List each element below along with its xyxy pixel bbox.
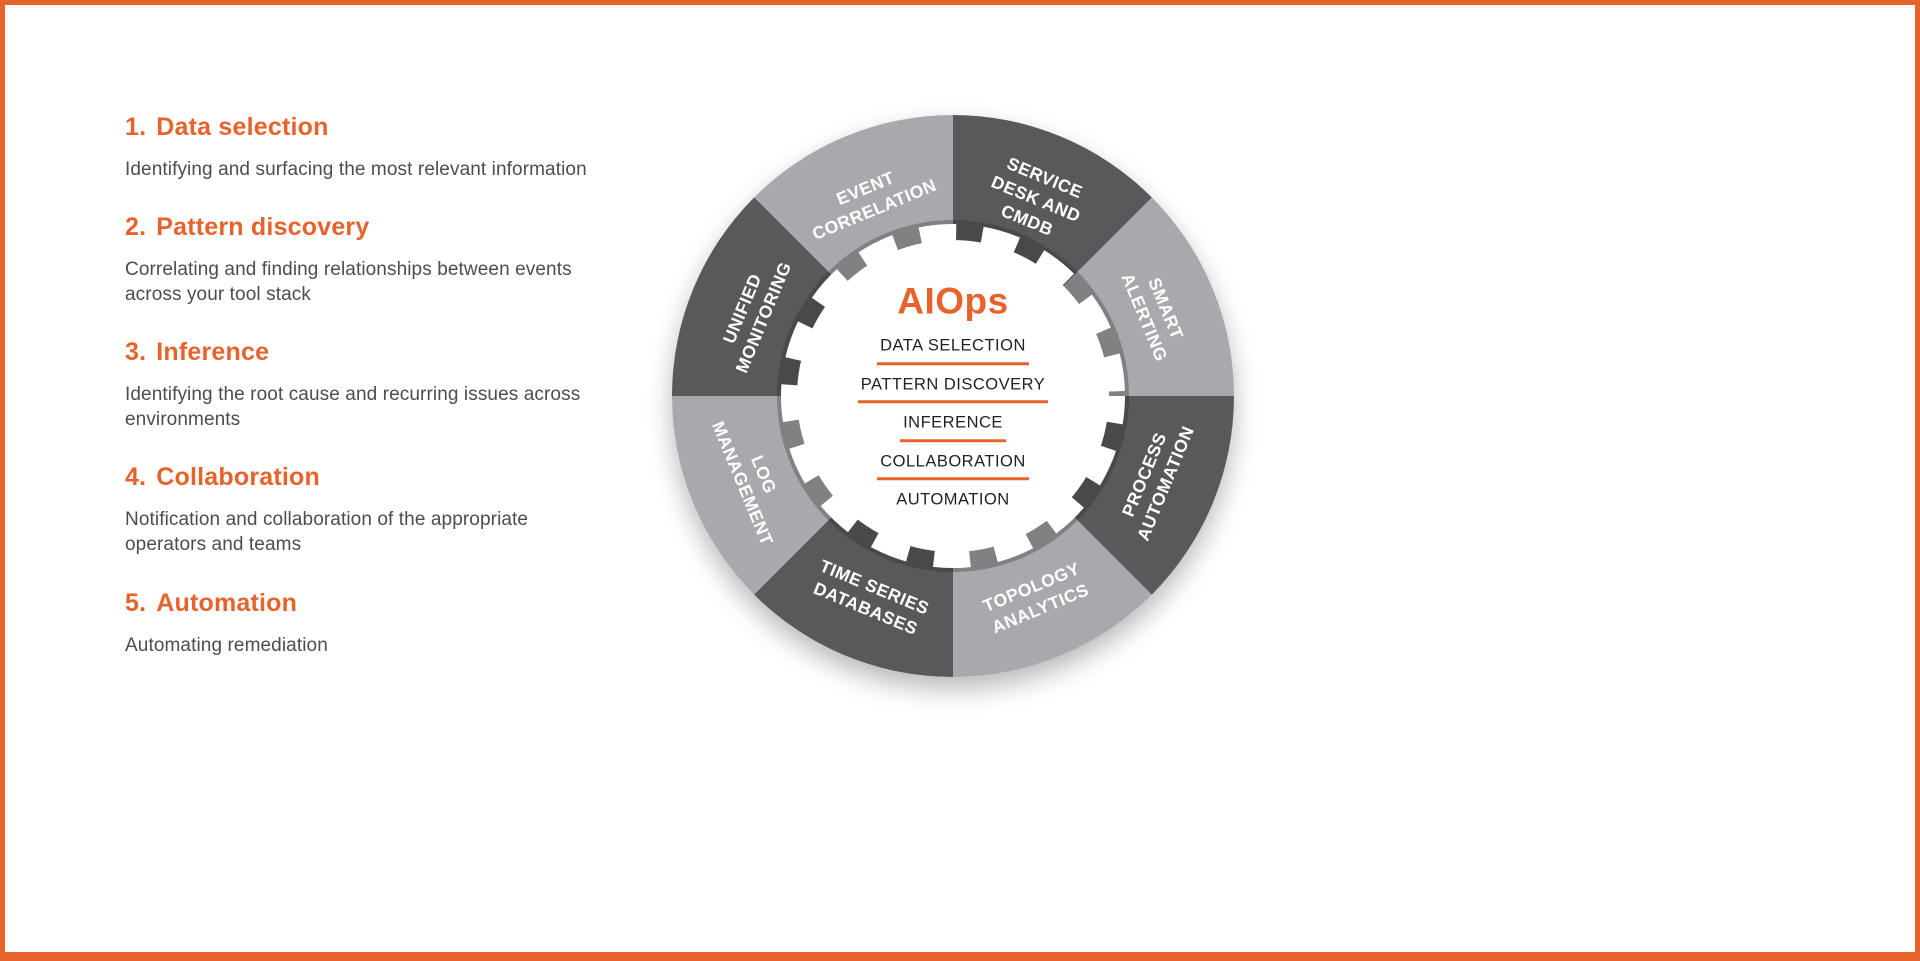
step-number: 2. — [125, 213, 147, 242]
step-section-data-selection: 1. Data selection Identifying and surfaci… — [125, 113, 615, 182]
step-number: 1. — [125, 113, 147, 141]
wheel-center-item-wrap: INFERENCE — [827, 403, 1079, 442]
wheel-center-item-wrap: COLLABORATION — [827, 442, 1079, 481]
step-title: Pattern discovery — [156, 213, 370, 242]
wheel-center-item-data-selection: DATA SELECTION — [877, 326, 1029, 365]
wheel-center-item-inference: INFERENCE — [900, 403, 1006, 442]
aiops-wheel: SERVICE DESK AND CMDB SMART ALERTING PRO… — [672, 115, 1234, 677]
step-description: Correlating and finding relationships be… — [125, 259, 572, 306]
step-number: 5. — [125, 588, 147, 617]
wheel-center-item-wrap: DATA SELECTION — [827, 326, 1079, 365]
wheel-center-title: AIOps — [897, 280, 1009, 322]
step-heading: 2. Pattern discovery — [125, 213, 615, 242]
step-section-collaboration: 4. Collaboration Notification and collabo… — [125, 463, 615, 557]
step-section-automation: 5. Automation Automating remediation — [125, 589, 615, 658]
wheel-center-item-wrap: AUTOMATION — [827, 480, 1079, 516]
wheel-center-item-wrap: PATTERN DISCOVERY — [827, 365, 1079, 404]
step-heading: 4. Collaboration — [125, 463, 615, 492]
wheel-center-item-pattern-discovery: PATTERN DISCOVERY — [857, 365, 1049, 404]
step-description: Notification and collaboration of the ap… — [125, 509, 529, 556]
step-title: Collaboration — [156, 463, 320, 492]
step-title: Data selection — [156, 113, 329, 141]
step-number: 4. — [125, 463, 147, 492]
wheel-center: AIOps DATA SELECTION PATTERN DISCOVERY I… — [827, 280, 1079, 516]
step-description: Automating remediation — [125, 634, 328, 656]
aiops-step-list: 1. Data selection Identifying and surfaci… — [125, 113, 615, 689]
step-heading: 5. Automation — [125, 589, 615, 618]
step-description: Identifying and surfacing the most relev… — [125, 159, 587, 180]
step-section-inference: 3. Inference Identifying the root cause a… — [125, 338, 615, 432]
step-title: Inference — [156, 338, 270, 367]
wheel-center-item-collaboration: COLLABORATION — [877, 442, 1029, 481]
step-description: Identifying the root cause and recurring… — [125, 384, 581, 431]
step-heading: 1. Data selection — [125, 113, 615, 142]
wheel-center-item-automation: AUTOMATION — [896, 490, 1010, 509]
step-heading: 3. Inference — [125, 338, 615, 367]
step-title: Automation — [156, 588, 298, 617]
gear-ring-graphic — [777, 220, 1129, 572]
step-section-pattern-discovery: 2. Pattern discovery Correlating and find… — [125, 213, 615, 307]
step-number: 3. — [125, 338, 147, 367]
